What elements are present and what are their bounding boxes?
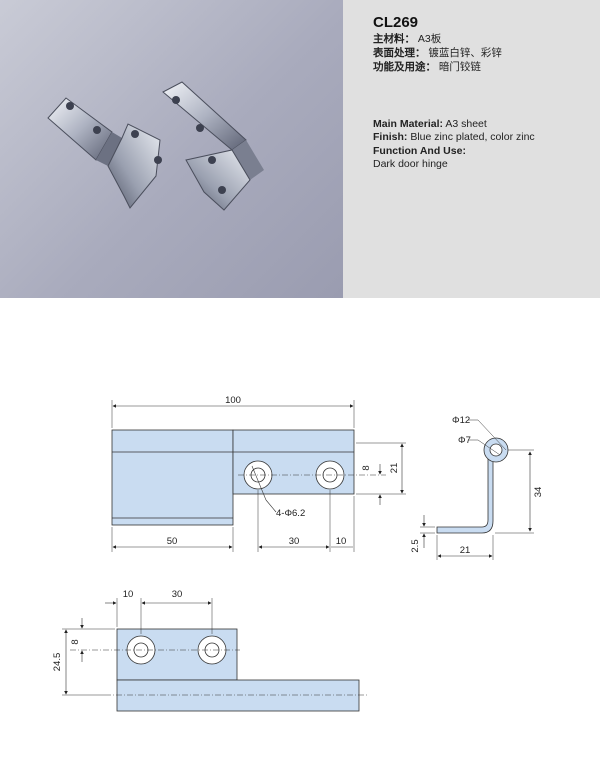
knuckle-leader [477,419,507,451]
dim-holes: 4-Φ6.2 [276,508,305,519]
en-material-line: Main Material: A3 sheet [373,118,487,131]
top-view-left-plate [111,429,234,526]
hinge-left-part [47,97,162,209]
hinge-right-part [162,81,264,211]
side-view [420,419,534,560]
dim-knuckle-inner: Φ7 [458,435,471,446]
dim-overall-length: 100 [225,395,241,406]
cn-finish-value: 镀蓝白锌、彩锌 [428,47,502,59]
top-view [111,400,406,552]
dim-knuckle-outer: Φ12 [452,415,470,426]
en-finish-line: Finish: Blue zinc plated, color zinc [373,131,535,144]
cn-material-label: 主材料： [373,33,415,45]
knuckle-leader [477,439,501,456]
hole-leader [265,499,277,513]
product-code: CL269 [373,14,419,31]
cn-function-value: 暗门铰链 [438,61,481,73]
side-view-profile [436,451,494,534]
dim-side-height: 34 [533,487,544,498]
cn-function-line: 功能及用途： 暗门铰链 [373,61,481,74]
dim-bottom-pitch: 30 [172,589,183,600]
hole-leader [251,465,267,501]
cn-material-value: A3板 [417,33,442,45]
dim-height: 21 [389,463,400,474]
dim-edge-offset: 10 [123,589,134,600]
side-view-knuckle-inner [489,443,503,457]
dim-hole-pitch: 30 [289,536,300,547]
cn-finish-label: 表面处理： [373,47,426,59]
en-finish-label: Finish: [373,131,408,143]
dim-left-length: 50 [167,536,178,547]
dim-thickness: 2.5 [410,539,421,552]
dim-flange: 21 [460,545,471,556]
en-function-label-line: Function And Use: [373,145,466,158]
bottom-view-plate [116,679,360,712]
product-info-panel [343,0,600,298]
cn-function-label: 功能及用途： [373,61,436,73]
en-function-value-line: Dark door hinge [373,158,448,171]
dim-hole-offset: 8 [361,465,372,470]
cn-material-line: 主材料： A3板 [373,33,441,46]
product-photo [0,0,343,298]
en-finish-value: Blue zinc plated, color zinc [410,131,535,143]
en-function-label: Function And Use: [373,145,466,157]
bottom-view [62,598,368,712]
bottom-view-hole-right [197,635,227,665]
cn-finish-line: 表面处理： 镀蓝白锌、彩锌 [373,47,502,60]
dim-end-offset: 10 [336,536,347,547]
dim-bottom-height: 24.5 [52,653,63,672]
en-material-value: A3 sheet [445,118,487,130]
en-material-label: Main Material: [373,118,444,130]
dim-bottom-hole-offset: 8 [70,639,81,644]
en-function-value: Dark door hinge [373,158,448,170]
hinge-photo-illustration [47,81,264,211]
